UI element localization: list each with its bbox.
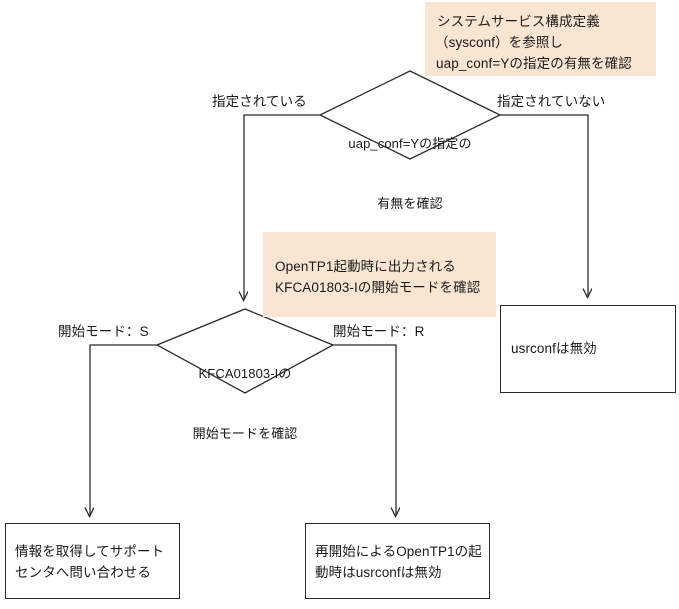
box-contact-support-line-1: 情報を取得してサポート bbox=[15, 544, 165, 559]
callout-kfca01803: OpenTP1起動時に出力される KFCA01803-Iの開始モードを確認 bbox=[263, 232, 496, 317]
box-restart-invalid-line-2: 動時はusrconfは無効 bbox=[315, 565, 442, 580]
decision-start-mode-line-1: KFCA01803-Iの bbox=[198, 366, 292, 381]
branch-label-mode-r: 開始モード：R bbox=[333, 324, 425, 339]
edge-not-specified bbox=[500, 114, 588, 297]
callout-sysconf-line-1: システムサービス構成定義 bbox=[437, 14, 600, 29]
edge-mode-r bbox=[333, 344, 396, 516]
callout-sysconf-line-3: uap_conf=Yの指定の有無を確認 bbox=[436, 56, 632, 71]
callout-sysconf: システムサービス構成定義 （sysconf）を参照し uap_conf=Yの指定… bbox=[425, 2, 656, 76]
branch-label-mode-s: 開始モード：S bbox=[58, 324, 149, 339]
branch-label-not-specified: 指定されていない bbox=[497, 94, 606, 109]
edge-specified bbox=[244, 114, 320, 300]
callout-kfca01803-line-2: KFCA01803-Iの開始モードを確認 bbox=[275, 280, 481, 295]
box-usrconf-invalid-line-1: usrconfは無効 bbox=[511, 341, 597, 356]
box-contact-support: 情報を取得してサポート センタへ問い合わせる bbox=[5, 523, 180, 599]
box-restart-invalid-line-1: 再開始によるOpenTP1の起 bbox=[315, 544, 482, 559]
callout-kfca01803-line-1: OpenTP1起動時に出力される bbox=[275, 259, 456, 274]
callout-sysconf-line-2: （sysconf）を参照し bbox=[435, 35, 564, 50]
decision-uap-conf-label: uap_conf=Yの指定の 有無を確認 bbox=[320, 94, 500, 254]
branch-label-specified: 指定されている bbox=[212, 94, 307, 109]
box-restart-invalid: 再開始によるOpenTP1の起 動時はusrconfは無効 bbox=[305, 523, 490, 599]
decision-start-mode-line-2: 開始モードを確認 bbox=[192, 426, 298, 441]
box-contact-support-line-2: センタへ問い合わせる bbox=[15, 565, 151, 580]
decision-uap-conf-line-1: uap_conf=Yの指定の bbox=[348, 136, 472, 151]
box-usrconf-invalid: usrconfは無効 bbox=[500, 305, 676, 393]
decision-uap-conf-shape bbox=[318, 70, 502, 160]
decision-start-mode-label: KFCA01803-Iの 開始モードを確認 bbox=[157, 324, 333, 484]
edge-mode-s bbox=[90, 344, 157, 516]
decision-uap-conf-line-2: 有無を確認 bbox=[377, 196, 443, 211]
decision-start-mode-shape bbox=[155, 308, 335, 394]
